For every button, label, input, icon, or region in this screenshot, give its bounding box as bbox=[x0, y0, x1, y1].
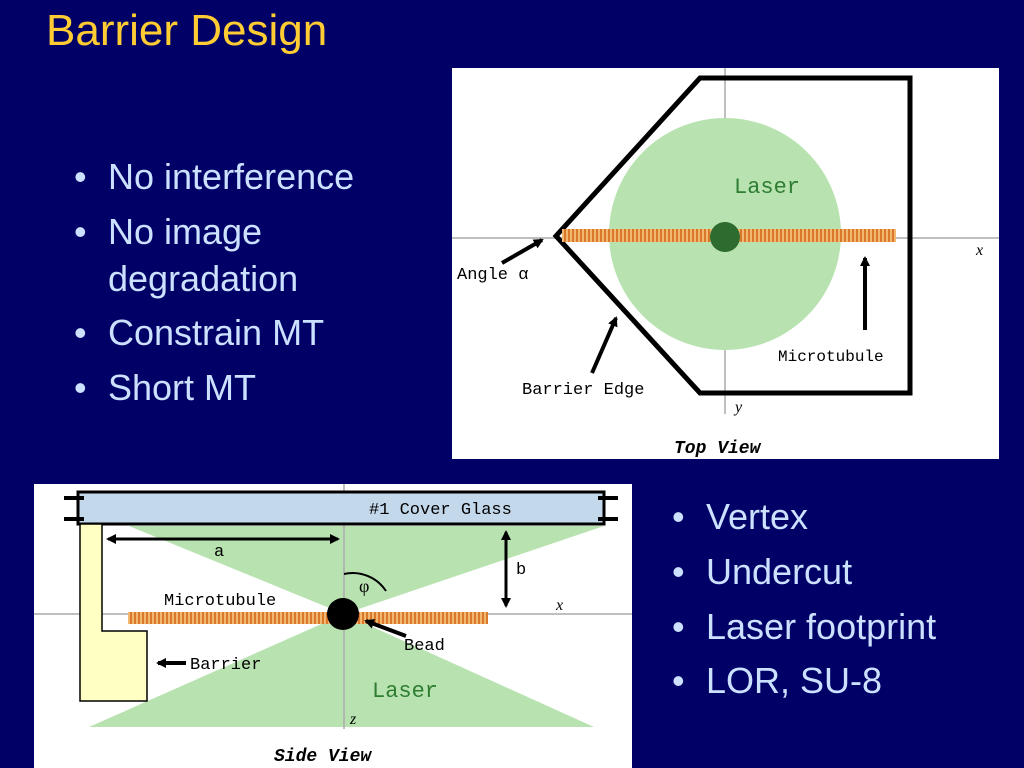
bullet-item: LOR, SU-8 bbox=[668, 658, 1008, 705]
bead-label: Bead bbox=[404, 637, 445, 656]
b-label: b bbox=[516, 561, 526, 580]
z-axis-label: z bbox=[349, 711, 357, 728]
bullet-list-left: No interference No image degradation Con… bbox=[70, 154, 410, 420]
angle-arrow bbox=[501, 238, 544, 265]
x-axis-label: x bbox=[975, 242, 983, 259]
cover-glass bbox=[76, 490, 606, 526]
side-view-diagram: #1 Cover Glass a b φ Microtubule Bead Ba… bbox=[34, 484, 632, 768]
bullet-item: Short MT bbox=[70, 365, 410, 412]
bead bbox=[710, 222, 740, 252]
top-view-svg: Laser Microtubule Angle α Barrier Edge x… bbox=[452, 68, 999, 459]
laser-label: Laser bbox=[372, 679, 438, 704]
bead-arrow bbox=[364, 619, 407, 638]
a-label: a bbox=[214, 543, 224, 562]
bullet-item: No interference bbox=[70, 154, 410, 201]
cover-glass-label: #1 Cover Glass bbox=[369, 501, 512, 520]
side-view-svg: #1 Cover Glass a b φ Microtubule Bead Ba… bbox=[34, 484, 632, 767]
bullet-list-right: Vertex Undercut Laser footprint LOR, SU-… bbox=[668, 494, 1008, 713]
bullet-item: Undercut bbox=[668, 549, 1008, 596]
bullet-item: Vertex bbox=[668, 494, 1008, 541]
barrier-edge-label: Barrier Edge bbox=[522, 381, 644, 400]
phi-angle-arc bbox=[343, 572, 387, 592]
microtubule bbox=[128, 612, 488, 624]
barrier-block bbox=[79, 523, 148, 702]
barrier-outline bbox=[552, 75, 913, 396]
slide-title: Barrier Design bbox=[46, 6, 328, 55]
bead bbox=[327, 598, 359, 630]
laser-cone-lower bbox=[89, 614, 594, 727]
top-view-diagram: Laser Microtubule Angle α Barrier Edge x… bbox=[452, 68, 999, 459]
barrier-edge-arrow bbox=[590, 316, 618, 374]
y-axis-label: y bbox=[733, 399, 743, 416]
top-view-caption: Top View bbox=[674, 439, 762, 459]
side-view-caption: Side View bbox=[274, 747, 372, 767]
laser-label: Laser bbox=[734, 175, 800, 200]
microtubule-label: Microtubule bbox=[778, 348, 884, 366]
laser-cone-upper bbox=[129, 526, 604, 614]
microtubule-label: Microtubule bbox=[164, 592, 276, 611]
bullet-item: Constrain MT bbox=[70, 310, 410, 357]
bullet-item: Laser footprint bbox=[668, 604, 1008, 651]
angle-label: Angle α bbox=[457, 266, 528, 285]
bullet-item: No image degradation bbox=[70, 209, 410, 303]
x-axis-label: x bbox=[555, 597, 563, 614]
barrier-label: Barrier bbox=[190, 656, 261, 675]
phi-label: φ bbox=[359, 576, 369, 596]
